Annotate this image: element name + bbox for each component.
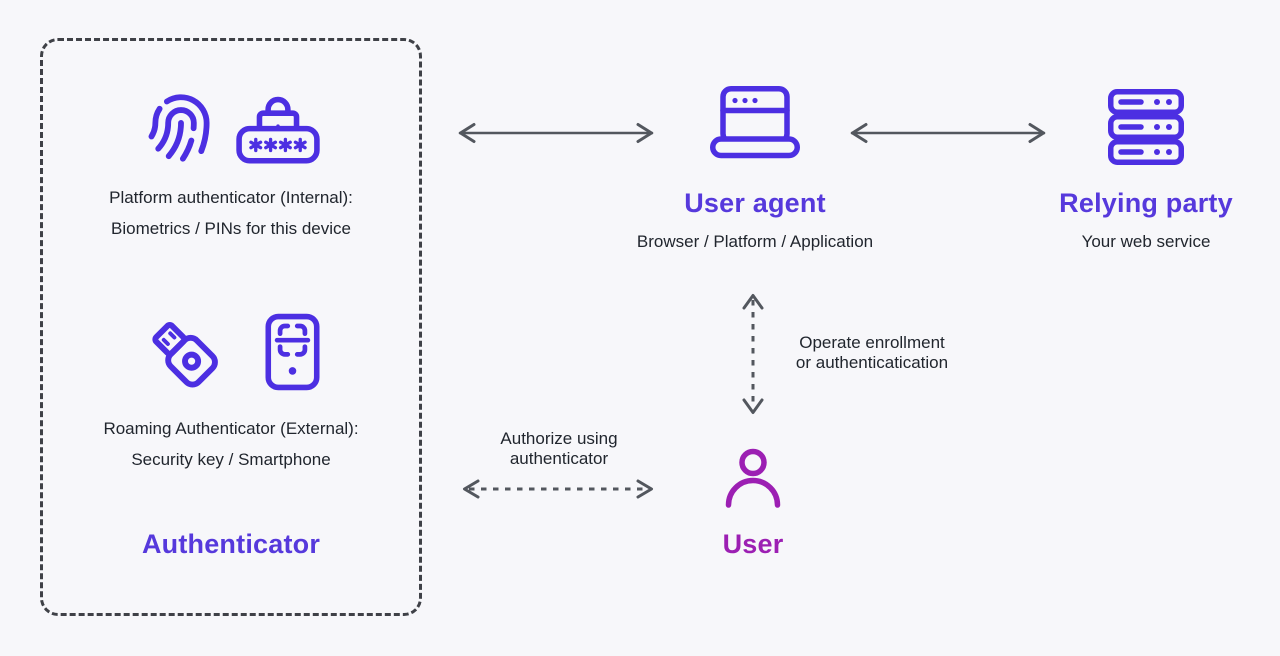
server-icon — [1108, 89, 1184, 165]
authorize-label-line1: Authorize using — [500, 429, 618, 448]
authenticator-group-box — [40, 38, 422, 616]
arrow-useragent-user — [740, 283, 766, 425]
user-agent-subtitle: Browser / Platform / Application — [636, 232, 874, 251]
relying-party-title: Relying party — [1059, 188, 1233, 218]
operate-label-line2: or authenticatication — [795, 353, 949, 372]
arrow-authenticator-useragent — [450, 120, 662, 146]
user-title: User — [722, 529, 784, 559]
smartphone-icon — [264, 313, 321, 391]
user-agent-title: User agent — [684, 188, 826, 218]
roaming-authenticator-label-line2: Security key / Smartphone — [131, 450, 331, 469]
fingerprint-icon — [140, 87, 222, 169]
authorize-label-line2: authenticator — [509, 449, 609, 468]
person-icon — [723, 447, 783, 511]
platform-authenticator-label-line1: Platform authenticator (Internal): — [109, 188, 353, 207]
platform-authenticator-label-line2: Biometrics / PINs for this device — [111, 219, 351, 238]
operate-label-line1: Operate enrollment — [799, 333, 945, 352]
usb-key-icon — [144, 311, 228, 395]
arrow-authenticator-user — [452, 476, 664, 502]
browser-laptop-icon — [710, 86, 800, 160]
relying-party-subtitle: Your web service — [1081, 232, 1211, 251]
arrow-useragent-relyingparty — [842, 120, 1054, 146]
roaming-authenticator-label-line1: Roaming Authenticator (External): — [103, 419, 359, 438]
authenticator-title: Authenticator — [141, 529, 321, 559]
password-lock-icon — [236, 92, 320, 164]
